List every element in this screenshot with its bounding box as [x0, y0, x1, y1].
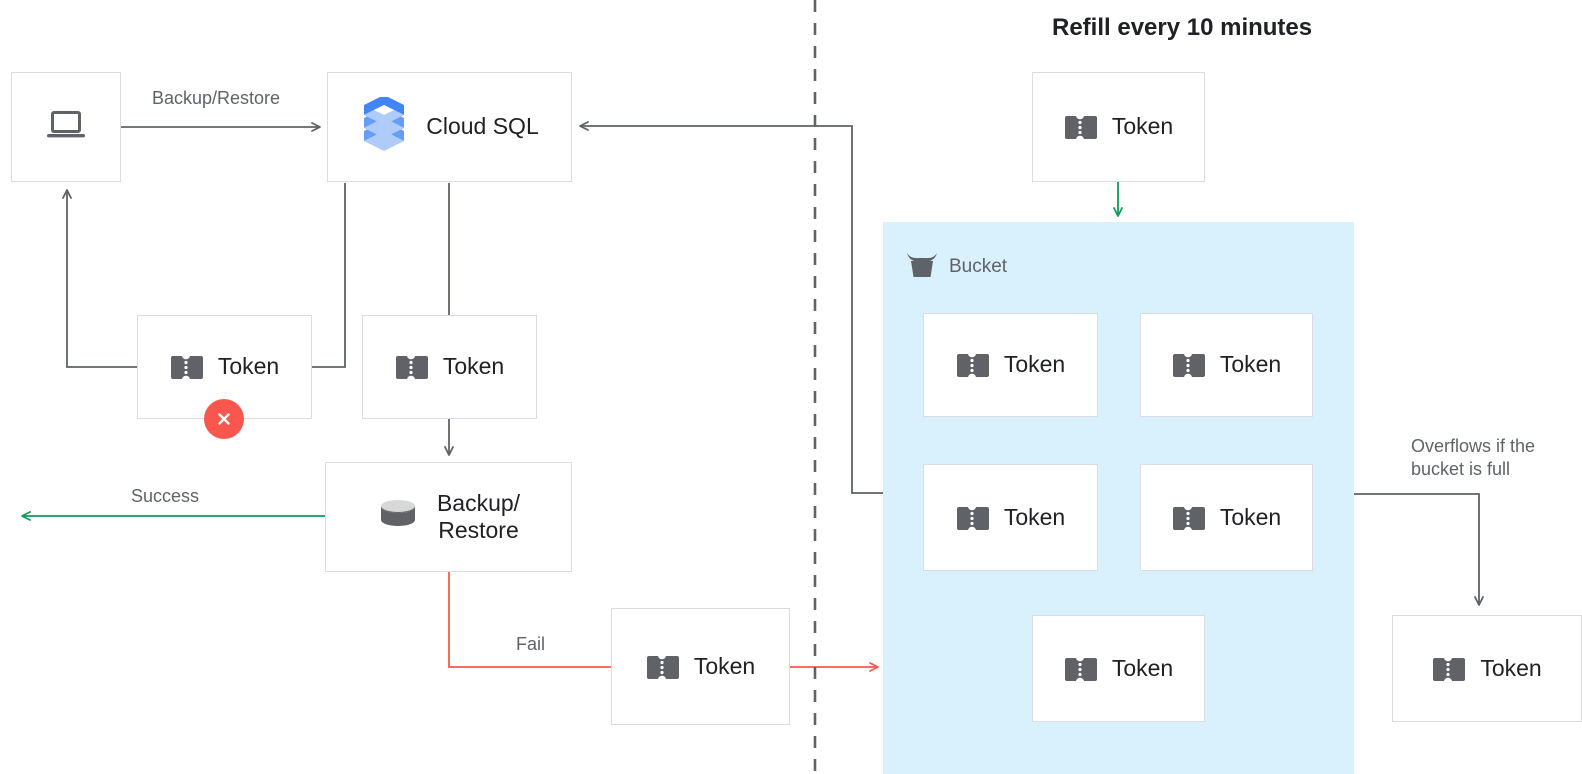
token-icon	[395, 354, 429, 380]
node-bucket-token-4-label: Token	[1219, 503, 1282, 530]
token-icon	[170, 354, 204, 380]
bucket-header: Bucket	[905, 249, 1007, 284]
node-token-rejected[interactable]: Token	[137, 315, 312, 419]
token-icon	[1172, 505, 1206, 531]
node-bucket-token-1-label: Token	[1003, 351, 1066, 378]
page-title: Refill every 10 minutes	[1052, 14, 1313, 41]
node-bucket-token-1[interactable]: Token	[923, 313, 1098, 417]
bucket-icon	[905, 249, 939, 284]
token-icon	[1172, 352, 1206, 378]
edge-cloudsql-to-token-rejected	[312, 183, 346, 368]
edge-bucket-overflow	[1354, 493, 1484, 606]
token-icon	[956, 505, 990, 531]
edge-label-backup-restore: Backup/Restore	[152, 88, 281, 108]
edge-label-success: Success	[131, 486, 200, 506]
token-icon	[956, 352, 990, 378]
node-token-fail-label: Token	[693, 652, 756, 679]
node-token-consumed[interactable]: Token	[362, 315, 537, 419]
node-token-refill-label: Token	[1111, 113, 1174, 140]
node-cloud-sql[interactable]: Cloud SQL	[327, 72, 572, 182]
node-token-rejected-label: Token	[217, 353, 280, 380]
node-token-consumed-label: Token	[442, 353, 505, 380]
node-backup-restore-label: Backup/ Restore	[436, 489, 521, 543]
database-icon	[377, 496, 419, 539]
cloud-sql-icon	[360, 94, 408, 158]
node-token-overflow[interactable]: Token	[1392, 615, 1582, 722]
token-icon	[1064, 114, 1098, 140]
node-cloud-sql-label: Cloud SQL	[426, 113, 539, 140]
edge-label-fail: Fail	[516, 634, 546, 654]
status-badge-error	[204, 399, 244, 439]
node-backup-restore[interactable]: Backup/ Restore	[325, 462, 572, 572]
laptop-icon	[44, 108, 88, 147]
edge-bucket-to-cloudsql	[579, 121, 883, 494]
node-token-overflow-label: Token	[1480, 654, 1542, 681]
node-bucket-token-2[interactable]: Token	[1140, 313, 1313, 417]
edge-token-rejected-to-client	[62, 189, 137, 368]
node-bucket-token-3-label: Token	[1003, 503, 1066, 530]
node-bucket-token-5-label: Token	[1111, 654, 1174, 681]
close-icon	[218, 413, 230, 425]
node-token-refill[interactable]: Token	[1032, 72, 1205, 182]
node-bucket-token-4[interactable]: Token	[1140, 464, 1313, 571]
node-client[interactable]	[11, 72, 121, 182]
edge-label-overflow: Overflows if the bucket is full	[1411, 436, 1536, 480]
node-bucket-token-3[interactable]: Token	[923, 464, 1098, 571]
token-icon	[646, 654, 680, 680]
token-icon	[1064, 656, 1098, 682]
token-icon	[1432, 656, 1466, 682]
node-bucket-token-2-label: Token	[1219, 351, 1282, 378]
bucket-label: Bucket	[949, 255, 1008, 277]
node-token-fail[interactable]: Token	[611, 608, 790, 725]
node-bucket-token-5[interactable]: Token	[1032, 615, 1205, 722]
